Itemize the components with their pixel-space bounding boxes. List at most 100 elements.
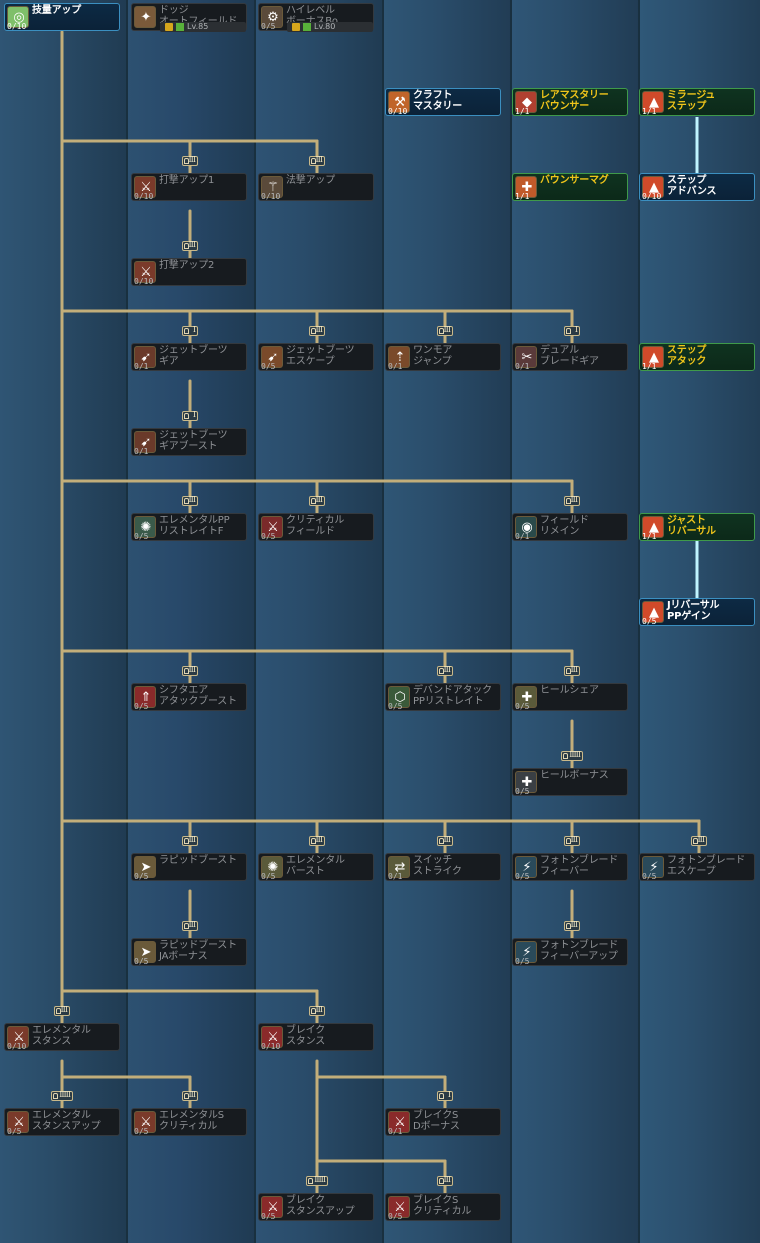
requirement-badge: IIIII	[561, 751, 583, 761]
skill-name: クラフト マスタリー	[413, 90, 498, 112]
skill-points: 0/5	[515, 702, 529, 711]
requirement-rank: III	[444, 325, 450, 334]
requirement-rank: III	[571, 835, 577, 844]
requirement-rank: III	[189, 835, 195, 844]
skill-points: 0/5	[261, 872, 275, 881]
skill-name: レアマスタリー バウンサー	[540, 90, 625, 112]
requirement-rank: III	[316, 325, 322, 334]
skill-name: デュアル ブレードギア	[540, 345, 625, 367]
requirement-rank: I	[193, 325, 195, 334]
skill-name: ブレイク スタンス	[286, 1025, 371, 1047]
lock-icon	[165, 23, 173, 31]
requirement-badge: III	[437, 836, 453, 846]
skill-points: 0/5	[261, 1212, 275, 1221]
lock-icon	[563, 753, 568, 759]
skill-points: 0/1	[134, 362, 148, 371]
stage-icon	[176, 23, 184, 31]
skill-name: ジェットブーツ ギア	[159, 345, 244, 367]
requirement-badge: III	[437, 326, 453, 336]
requirement-rank: III	[189, 920, 195, 929]
skill-node-dodge-auto-field[interactable]: ✦ドッジ オートフィールドLv.85	[131, 3, 247, 31]
requirement-rank: I	[193, 410, 195, 419]
skill-points: 0/5	[134, 1127, 148, 1136]
lock-icon	[184, 328, 189, 334]
skill-points: 0/5	[388, 702, 402, 711]
skill-name: エレメンタル バースト	[286, 855, 371, 877]
skill-name: エレメンタルS クリティカル	[159, 1110, 244, 1132]
skill-points: 0/1	[388, 1127, 402, 1136]
skill-points: 0/5	[515, 787, 529, 796]
requirement-badge: III	[182, 496, 198, 506]
lock-icon	[53, 1093, 58, 1099]
skill-name: ワンモア ジャンプ	[413, 345, 498, 367]
skill-name: ステップ アドバンス	[667, 175, 752, 197]
skill-points: 0/5	[134, 872, 148, 881]
skill-name: ステップ アタック	[667, 345, 752, 367]
requirement-rank: III	[571, 495, 577, 504]
skill-points: 0/5	[134, 702, 148, 711]
skill-points: 1/1	[642, 532, 656, 541]
skill-name: ラピッドブースト JAボーナス	[159, 940, 244, 962]
requirement-rank: III	[316, 495, 322, 504]
skill-points: 0/1	[515, 532, 529, 541]
skill-node-high-level-bonus[interactable]: ⚙ハイレベル ボーナスBo0/5Lv.80	[258, 3, 374, 31]
skill-name: ジェットブーツ エスケープ	[286, 345, 371, 367]
requirement-badge: III	[437, 1176, 453, 1186]
requirement-badge: III	[182, 241, 198, 251]
boot-icon: ✦	[134, 6, 156, 28]
lock-icon	[292, 23, 300, 31]
skill-points: 0/10	[261, 192, 280, 201]
requirement-rank: III	[571, 665, 577, 674]
skill-points: 0/10	[261, 1042, 280, 1051]
stage-icon	[303, 23, 311, 31]
skill-name: エレメンタル スタンス	[32, 1025, 117, 1047]
requirement-rank: III	[189, 155, 195, 164]
skill-points: 1/1	[515, 192, 529, 201]
skill-name: エレメンタルPP リストレイトF	[159, 515, 244, 537]
skill-points: 1/1	[515, 107, 529, 116]
skill-name: Jリバーサル PPゲイン	[667, 600, 752, 622]
skill-name: ブレイクS クリティカル	[413, 1195, 498, 1217]
lock-icon	[439, 1093, 444, 1099]
skill-points: 0/5	[134, 532, 148, 541]
